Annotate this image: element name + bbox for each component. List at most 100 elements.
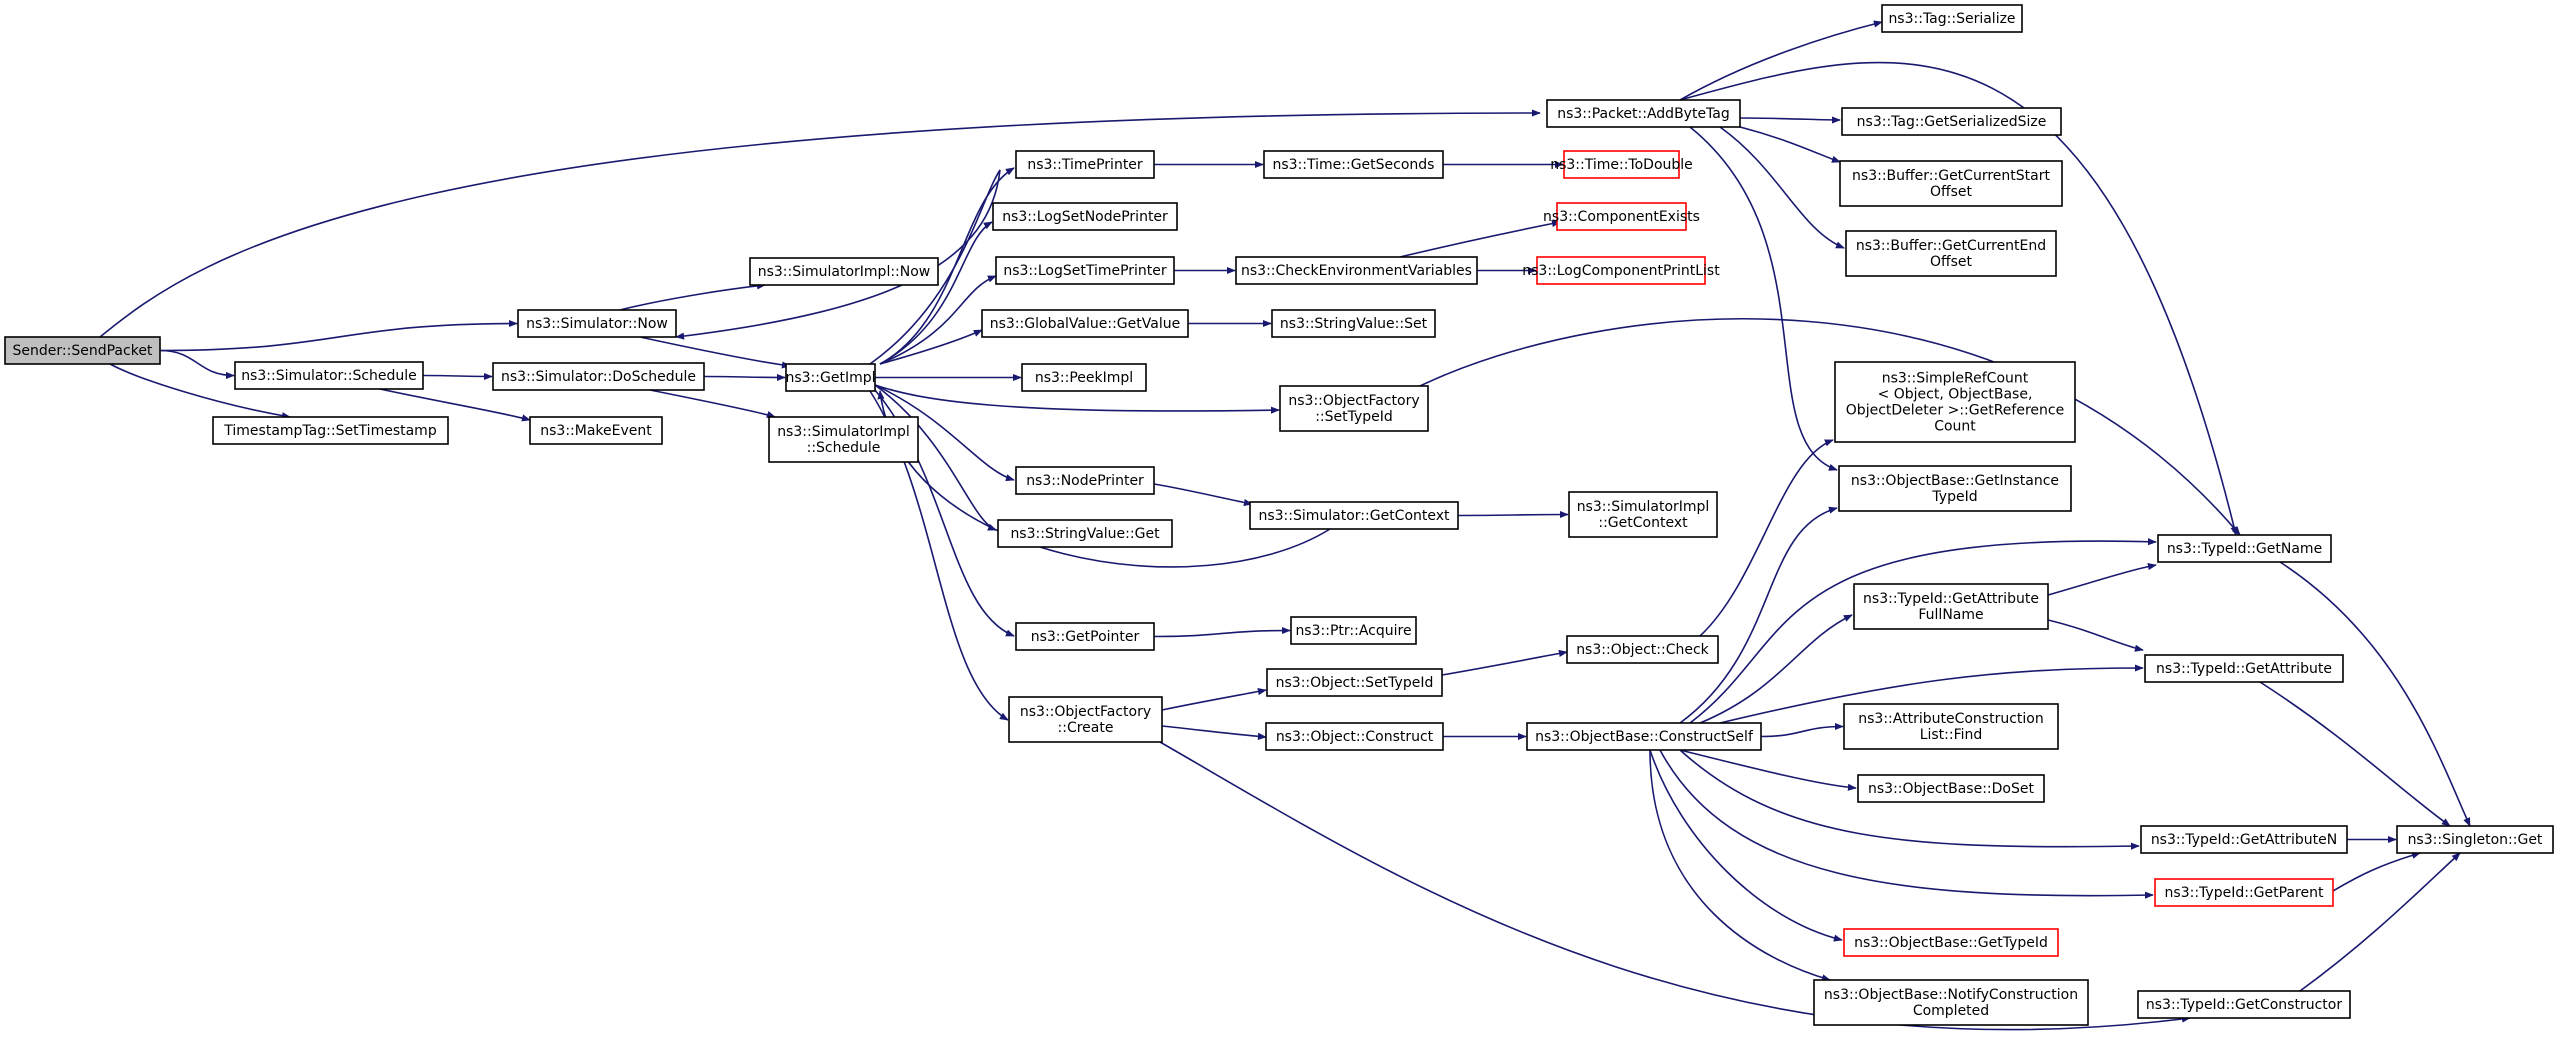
node-ob_doset-box <box>1857 774 2045 803</box>
node-sim_now[interactable]: ns3::Simulator::Now <box>517 309 677 338</box>
node-makeevent[interactable]: ns3::MakeEvent <box>529 416 663 445</box>
node-of_settypeid[interactable]: ns3::ObjectFactory::SetTypeId <box>1279 385 1429 432</box>
node-obj_construct-label-line-0: ns3::Object::Construct <box>1276 729 1434 745</box>
node-tid_getattrn[interactable]: ns3::TypeId::GetAttributeN <box>2140 825 2348 854</box>
node-time_todouble[interactable]: ns3::Time::ToDouble <box>1550 150 1693 179</box>
node-singleton_get[interactable]: ns3::Singleton::Get <box>2396 825 2554 854</box>
node-sv_set[interactable]: ns3::StringValue::Set <box>1271 309 1436 338</box>
node-simplerefcount-label-line-3: Count <box>1934 418 1976 434</box>
node-simimpl_now[interactable]: ns3::SimulatorImpl::Now <box>749 257 939 286</box>
node-buf_start-label-line-1: Offset <box>1930 184 1973 200</box>
node-acl_find-label-line-1: List::Find <box>1920 727 1983 743</box>
edge-ob_constructself-to-tid_getattr <box>1719 664 2144 724</box>
node-obj_construct[interactable]: ns3::Object::Construct <box>1265 722 1444 751</box>
node-ob_doset-label-line-0: ns3::ObjectBase::DoSet <box>1868 781 2034 797</box>
node-simplerefcount-label-line-2: ObjectDeleter >::GetReference <box>1846 402 2064 418</box>
node-obj_settypeid[interactable]: ns3::Object::SetTypeId <box>1266 668 1443 697</box>
edge-addbytetag-to-buf_end <box>1719 126 1845 249</box>
node-sim_getcontext-label-line-0: ns3::Simulator::GetContext <box>1258 508 1450 524</box>
node-gv_getvalue-box <box>981 309 1189 338</box>
node-simimpl_schedule-label-line-1: ::Schedule <box>807 440 881 456</box>
node-makeevent-box <box>529 416 663 445</box>
node-sv_set-label-line-0: ns3::StringValue::Set <box>1280 316 1428 332</box>
node-of_settypeid-label-line-0: ns3::ObjectFactory <box>1288 393 1419 409</box>
node-tid_getattrn-box <box>2140 825 2348 854</box>
node-settimestamp-label-line-0: TimestampTag::SetTimestamp <box>223 423 437 439</box>
node-ob_notify-label-line-0: ns3::ObjectBase::NotifyConstruction <box>1824 987 2078 1003</box>
edge-getimpl-to-timeprinter <box>879 167 1015 365</box>
node-nodeprinter[interactable]: ns3::NodePrinter <box>1015 466 1155 495</box>
node-sim_schedule[interactable]: ns3::Simulator::Schedule <box>234 361 424 390</box>
node-ob_doset[interactable]: ns3::ObjectBase::DoSet <box>1857 774 2045 803</box>
node-settimestamp[interactable]: TimestampTag::SetTimestamp <box>212 416 449 445</box>
node-ob_notify[interactable]: ns3::ObjectBase::NotifyConstructionCompl… <box>1813 979 2089 1026</box>
node-compexists-box <box>1556 202 1687 231</box>
node-checkenv[interactable]: ns3::CheckEnvironmentVariables <box>1235 256 1478 285</box>
function-nodes: Sender::SendPacketns3::Simulator::Schedu… <box>4 4 2554 1026</box>
node-compexists[interactable]: ns3::ComponentExists <box>1543 202 1700 231</box>
node-sv_get[interactable]: ns3::StringValue::Get <box>997 519 1173 548</box>
node-addbytetag-box <box>1546 99 1741 128</box>
node-tid_getparent[interactable]: ns3::TypeId::GetParent <box>2154 878 2334 907</box>
edge-addbytetag-to-tid_getname <box>1679 61 2238 536</box>
edge-sim_schedule-to-doschedule <box>422 372 493 381</box>
edge-ob_constructself-to-ob_doset <box>1679 749 1857 791</box>
node-tid_getattrfull-label-line-1: FullName <box>1918 607 1983 623</box>
node-getimpl-label-line-0: ns3::GetImpl <box>785 370 875 386</box>
node-time_getseconds[interactable]: ns3::Time::GetSeconds <box>1263 150 1444 179</box>
edge-ob_constructself-to-tid_getname <box>1689 538 2157 724</box>
node-getpointer[interactable]: ns3::GetPointer <box>1015 622 1155 651</box>
edge-getimpl-to-sv_get <box>874 384 997 531</box>
node-singleton_get-box <box>2396 825 2554 854</box>
node-buf_end-box <box>1845 230 2057 277</box>
node-tid_getattr-box <box>2144 654 2344 683</box>
node-peekimpl[interactable]: ns3::PeekImpl <box>1021 363 1147 392</box>
node-sim_getcontext[interactable]: ns3::Simulator::GetContext <box>1249 501 1459 530</box>
node-tid_getname-box <box>2157 534 2332 563</box>
node-timeprinter[interactable]: ns3::TimePrinter <box>1015 150 1155 179</box>
node-ob_constructself[interactable]: ns3::ObjectBase::ConstructSelf <box>1526 722 1762 751</box>
node-of_create[interactable]: ns3::ObjectFactory::Create <box>1008 696 1163 743</box>
node-ob_getinstance-box <box>1838 465 2072 512</box>
node-logsettime[interactable]: ns3::LogSetTimePrinter <box>995 256 1175 285</box>
node-simimpl_getcontext[interactable]: ns3::SimulatorImpl::GetContext <box>1568 491 1718 538</box>
node-sendpacket[interactable]: Sender::SendPacket <box>4 336 161 365</box>
node-tid_getconstructor-box <box>2137 990 2351 1019</box>
node-doschedule[interactable]: ns3::Simulator::DoSchedule <box>492 362 705 391</box>
node-of_create-label-line-0: ns3::ObjectFactory <box>1020 704 1151 720</box>
node-simimpl_getcontext-label-line-1: ::GetContext <box>1598 515 1688 531</box>
node-tag_serialize[interactable]: ns3::Tag::Serialize <box>1881 4 2023 33</box>
edge-ob_constructself-to-ob_notify <box>1649 749 1831 982</box>
node-tag_getsize[interactable]: ns3::Tag::GetSerializedSize <box>1841 107 2062 136</box>
node-getimpl[interactable]: ns3::GetImpl <box>785 363 876 392</box>
node-obj_check[interactable]: ns3::Object::Check <box>1566 635 1719 664</box>
node-simplerefcount-label-line-1: < Object, ObjectBase, <box>1878 386 2033 402</box>
edge-sim_now-to-getimpl <box>639 336 791 369</box>
node-gv_getvalue[interactable]: ns3::GlobalValue::GetValue <box>981 309 1189 338</box>
node-logcompprint[interactable]: ns3::LogComponentPrintList <box>1522 256 1720 285</box>
node-tid_getconstructor[interactable]: ns3::TypeId::GetConstructor <box>2137 990 2351 1019</box>
node-simplerefcount[interactable]: ns3::SimpleRefCount< Object, ObjectBase,… <box>1834 361 2076 443</box>
node-simimpl_schedule-box <box>768 416 919 463</box>
edge-doschedule-to-getimpl <box>703 373 786 382</box>
node-tid_getname[interactable]: ns3::TypeId::GetName <box>2157 534 2332 563</box>
node-tid_getattrfull-label-line-0: ns3::TypeId::GetAttribute <box>1863 591 2039 607</box>
node-logsetnode-label-line-0: ns3::LogSetNodePrinter <box>1002 209 1168 225</box>
node-tag_getsize-box <box>1841 107 2062 136</box>
edge-sendpacket-to-settimestamp <box>109 363 291 420</box>
node-tid_getattr[interactable]: ns3::TypeId::GetAttribute <box>2144 654 2344 683</box>
node-logsetnode[interactable]: ns3::LogSetNodePrinter <box>992 202 1178 231</box>
node-simimpl_schedule[interactable]: ns3::SimulatorImpl::Schedule <box>768 416 919 463</box>
node-logsetnode-box <box>992 202 1178 231</box>
node-obj_check-label-line-0: ns3::Object::Check <box>1576 642 1709 658</box>
node-ptr_acquire[interactable]: ns3::Ptr::Acquire <box>1290 616 1417 645</box>
node-logsettime-box <box>995 256 1175 285</box>
node-sendpacket-box <box>4 336 161 365</box>
node-addbytetag[interactable]: ns3::Packet::AddByteTag <box>1546 99 1741 128</box>
node-ob_gettypeid[interactable]: ns3::ObjectBase::GetTypeId <box>1843 928 2059 957</box>
